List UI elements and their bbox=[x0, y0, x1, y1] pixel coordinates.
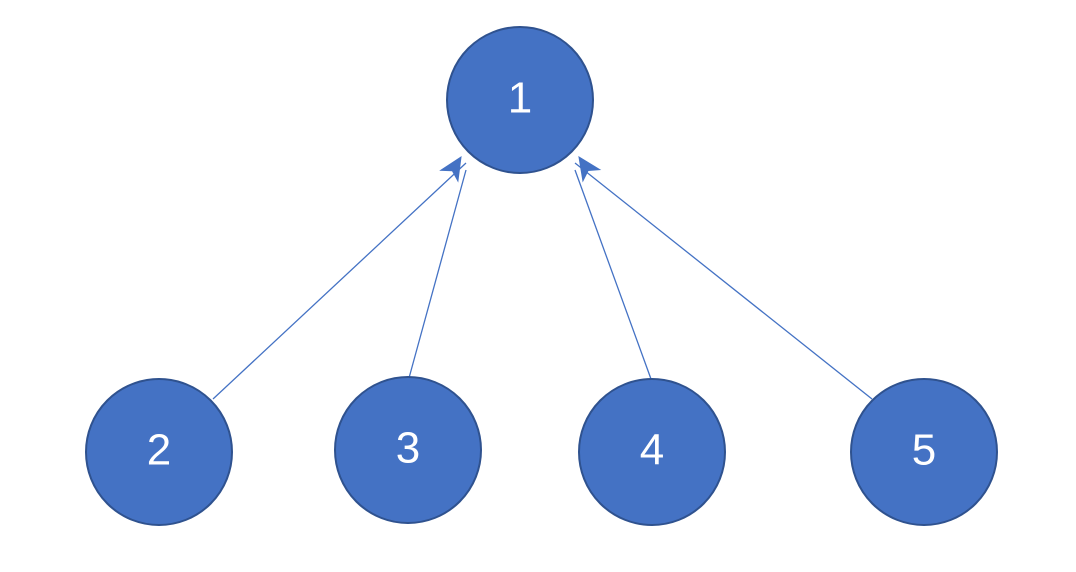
graph-node-3[interactable]: 3 bbox=[334, 376, 482, 524]
graph-node-1[interactable]: 1 bbox=[446, 26, 594, 174]
node-label: 5 bbox=[912, 426, 936, 475]
nodes-layer: 1 2 3 4 5 bbox=[85, 26, 998, 526]
node-circle[interactable] bbox=[334, 376, 482, 524]
graph-node-5[interactable]: 5 bbox=[850, 378, 998, 526]
graph-node-2[interactable]: 2 bbox=[85, 378, 233, 526]
edge-arrowhead-icon bbox=[439, 155, 462, 183]
node-label: 4 bbox=[640, 426, 664, 475]
graph-edge bbox=[574, 162, 873, 400]
node-circle[interactable] bbox=[578, 378, 726, 526]
node-label: 3 bbox=[396, 424, 420, 473]
node-circle[interactable] bbox=[850, 378, 998, 526]
node-label: 1 bbox=[508, 74, 532, 123]
graph-edge bbox=[408, 169, 467, 379]
node-circle[interactable] bbox=[85, 378, 233, 526]
node-circle[interactable] bbox=[446, 26, 594, 174]
edges-layer bbox=[212, 162, 873, 400]
graph-node-4[interactable]: 4 bbox=[578, 378, 726, 526]
graph-edge bbox=[574, 169, 652, 380]
graph-edge bbox=[212, 162, 467, 400]
arrowheads-layer bbox=[439, 155, 602, 183]
node-label: 2 bbox=[147, 426, 171, 475]
edge-arrowhead-icon bbox=[578, 156, 602, 183]
